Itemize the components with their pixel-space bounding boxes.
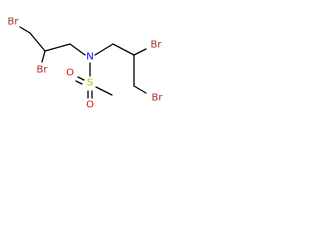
bond-s-ch3 — [95, 86, 113, 96]
atom-br4: Br — [152, 93, 164, 104]
bond-c2-br2 — [41, 50, 46, 63]
atom-o2: O — [86, 100, 94, 111]
molecule-structure: Br Br N Br S O O Br — [8, 17, 164, 111]
atom-o1: O — [66, 68, 74, 79]
atom-n: N — [86, 52, 93, 63]
bond-c1-c2 — [29, 32, 46, 52]
bond-c2-c3 — [44, 43, 71, 52]
bond-c3-n — [69, 43, 86, 56]
atom-labels: Br Br N Br S O O Br — [8, 17, 164, 111]
atom-br2: Br — [37, 65, 49, 76]
bond-c6-br4 — [133, 85, 147, 94]
bond-br1-c1 — [19, 26, 31, 34]
atom-br3: Br — [151, 40, 163, 51]
bond-s-o1-b — [75, 80, 83, 85]
bond-n-c4 — [94, 43, 114, 56]
bond-s-o1-a — [77, 76, 85, 81]
atom-s: S — [87, 78, 93, 89]
bond-c5-br3 — [133, 48, 147, 56]
bonds — [19, 26, 147, 99]
bond-c4-c5 — [112, 43, 135, 56]
atom-br1: Br — [8, 17, 20, 28]
